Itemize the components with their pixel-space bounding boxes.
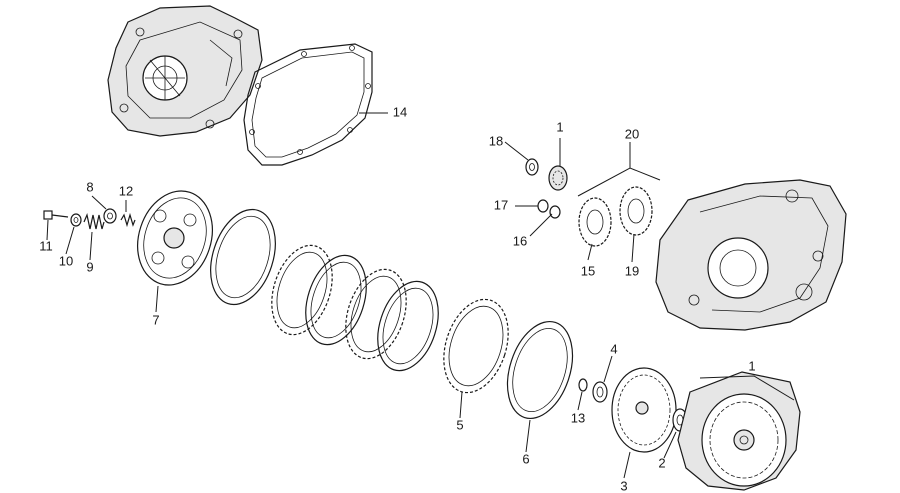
spring-icon [120,212,136,228]
gear-icon [619,186,653,236]
callout-13: 13 [571,410,585,425]
engine-cover-icon [107,5,263,137]
washer-icon [103,208,117,224]
callout-4: 4 [610,341,617,356]
washer-icon [70,213,82,227]
callout-5: 5 [456,417,463,432]
callout-1-top: 1 [556,119,563,134]
crankcase-icon [655,179,847,331]
callout-18: 18 [489,133,503,148]
callout-7: 7 [152,312,159,327]
leader-lines [46,112,795,479]
callout-10: 10 [59,253,73,268]
friction-disc-icon [305,254,367,346]
callout-19: 19 [625,263,639,278]
callout-labels: 14 18 1 20 17 16 15 19 8 12 11 10 9 7 5 … [39,104,755,493]
washer-icon [578,378,588,392]
steel-disc-icon [443,298,509,394]
callout-16: 16 [513,233,527,248]
friction-disc-icon [506,320,574,420]
gear-icon [548,165,568,191]
callout-14: 14 [393,104,407,119]
washer-icon [537,199,549,213]
callout-2: 2 [658,455,665,470]
callout-17: 17 [494,197,508,212]
gear-icon [578,197,612,247]
gasket-icon [243,43,373,166]
callout-1-bottom: 1 [748,358,755,373]
callout-12: 12 [119,183,133,198]
callout-20: 20 [625,126,639,141]
steel-disc-icon [271,244,333,336]
friction-disc-icon [210,208,276,306]
callout-8: 8 [86,179,93,194]
callout-11: 11 [39,238,53,253]
steel-disc-icon [345,268,407,360]
washer-icon [525,158,539,176]
bolt-icon [43,210,69,220]
washer-icon [592,381,608,403]
clutch-basket-icon [677,371,801,491]
clutch-hub-icon [611,367,677,453]
pressure-plate-icon [137,190,213,286]
callout-3: 3 [620,478,627,493]
washer-icon [549,205,561,219]
callout-6: 6 [522,451,529,466]
spring-icon [83,213,105,230]
friction-disc-icon [377,280,439,372]
callout-15: 15 [581,263,595,278]
callout-9: 9 [86,259,93,274]
